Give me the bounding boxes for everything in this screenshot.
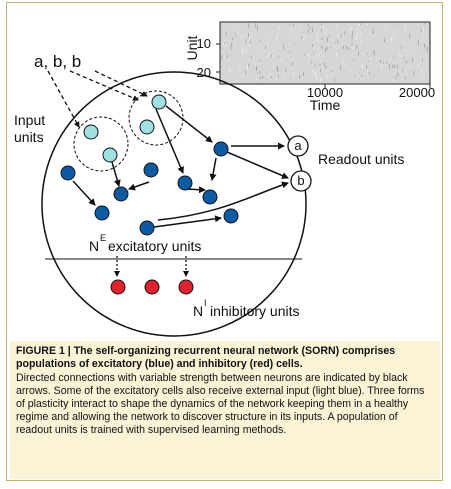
raster-ytick-label-10: 10 <box>197 36 211 51</box>
connection <box>72 180 96 206</box>
caption-body: Directed connections with variable stren… <box>16 372 425 436</box>
inhibitory-neuron <box>178 279 194 295</box>
input-neuron <box>83 124 99 140</box>
excitatory-units-label: excitatory units <box>108 238 201 254</box>
raster-xtick-label-20000: 20000 <box>399 85 435 100</box>
connection <box>111 161 121 187</box>
input-arrow-3 <box>94 70 148 97</box>
neurons <box>60 94 239 295</box>
input-group-left <box>73 116 129 172</box>
connection-readout-b <box>226 151 289 179</box>
excitatory-neuron <box>139 220 155 236</box>
excitatory-N: N <box>89 238 99 254</box>
inhibitory-neuron <box>110 279 126 295</box>
readout-unit-a <box>287 135 309 157</box>
inhibitory-links <box>114 256 189 277</box>
figure-caption: FIGURE 1 | The self-organizing recurrent… <box>10 341 440 479</box>
connection <box>165 105 213 143</box>
network: a b <box>41 70 312 337</box>
readout-unit-a-label: a <box>294 138 302 153</box>
inhibitory-N: N <box>193 303 203 319</box>
raster-plot: 10 20 Unit 10000 20000 Time <box>184 21 435 113</box>
readout-unit-b-label: b <box>297 173 304 188</box>
input-symbols-label: a, b, b <box>34 52 81 71</box>
excitatory-neuron <box>143 162 159 178</box>
raster-ytick-label-20: 20 <box>197 65 211 80</box>
excitatory-neuron <box>94 205 110 221</box>
excitatory-neuron <box>177 175 193 191</box>
connection <box>128 181 150 191</box>
raster-ylabel: Unit <box>184 35 200 60</box>
raster-xtick-label-10000: 10000 <box>307 85 343 100</box>
input-arrow-2 <box>69 70 139 101</box>
connection-readout-b <box>157 181 289 221</box>
input-units-label-line2: units <box>14 129 44 145</box>
inhibitory-units-label: inhibitory units <box>210 303 300 319</box>
excitatory-superscript: E <box>100 233 106 243</box>
inhibitory-neuron <box>144 279 160 295</box>
input-group-right <box>128 90 184 146</box>
connections <box>72 105 289 228</box>
raster-xlabel: Time <box>310 97 341 113</box>
input-neuron <box>102 147 118 163</box>
connection <box>209 157 217 181</box>
inhibitory-superscript: I <box>204 298 207 308</box>
excitatory-neuron <box>213 141 229 157</box>
input-neuron <box>139 119 155 135</box>
input-arrow-1 <box>47 70 80 128</box>
excitatory-neuron <box>60 165 76 181</box>
readout-units-label: Readout units <box>318 151 404 167</box>
sorn-diagram: 10 20 Unit 10000 20000 Time <box>14 21 435 337</box>
excitatory-neuron <box>113 186 129 202</box>
readout-unit-b <box>290 170 312 192</box>
network-boundary <box>41 71 307 337</box>
raster-activity <box>220 23 428 83</box>
caption-title: FIGURE 1 | The self-organizing recurrent… <box>16 345 396 370</box>
connection <box>155 108 184 174</box>
input-units-label-line1: Input <box>14 112 45 128</box>
excitatory-neuron <box>223 208 239 224</box>
excitatory-neuron <box>202 189 218 205</box>
input-neuron <box>151 94 167 110</box>
connection <box>153 215 222 228</box>
